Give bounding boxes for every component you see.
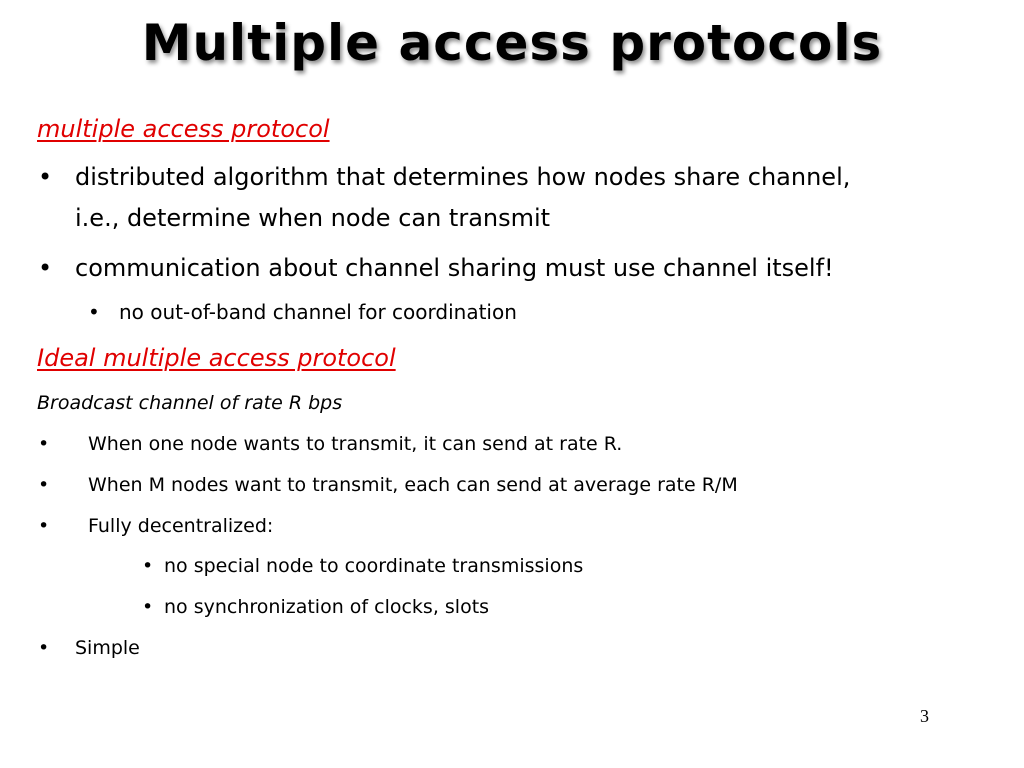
page-number: 3	[920, 706, 929, 726]
bullet-marker: •	[38, 254, 53, 282]
bullet-marker: •	[38, 433, 50, 455]
bullet-text-communication: communication about channel sharing must…	[75, 254, 834, 282]
bullet-text-distributed-line2: i.e., determine when node can transmit	[75, 204, 551, 232]
bullet-marker: •	[38, 474, 50, 496]
subitem-marker: •	[142, 555, 154, 577]
subbullet-text-out-of-band: no out-of-band channel for coordination	[119, 300, 517, 324]
bullet-marker: •	[38, 515, 50, 537]
section-heading-ideal-protocol: Ideal multiple access protocol	[37, 344, 396, 372]
subbullet-marker: •	[88, 300, 100, 324]
slide-title: Multiple access protocols	[141, 14, 883, 72]
item-text-decentralized: Fully decentralized:	[88, 515, 274, 537]
section-heading-multiple-access: multiple access protocol	[37, 115, 330, 143]
item-text-simple: Simple	[75, 637, 140, 659]
bullet-marker: •	[38, 163, 53, 191]
item-text-one-node: When one node wants to transmit, it can …	[88, 433, 623, 455]
subitem-text-no-sync: no synchronization of clocks, slots	[164, 596, 490, 618]
item-text-m-nodes: When M nodes want to transmit, each can …	[88, 474, 738, 496]
bullet-marker: •	[38, 637, 50, 659]
subheading-broadcast-channel: Broadcast channel of rate R bps	[37, 392, 343, 414]
subitem-text-no-special-node: no special node to coordinate transmissi…	[164, 555, 584, 577]
bullet-text-distributed-line1: distributed algorithm that determines ho…	[75, 163, 851, 191]
subitem-marker: •	[142, 596, 154, 618]
